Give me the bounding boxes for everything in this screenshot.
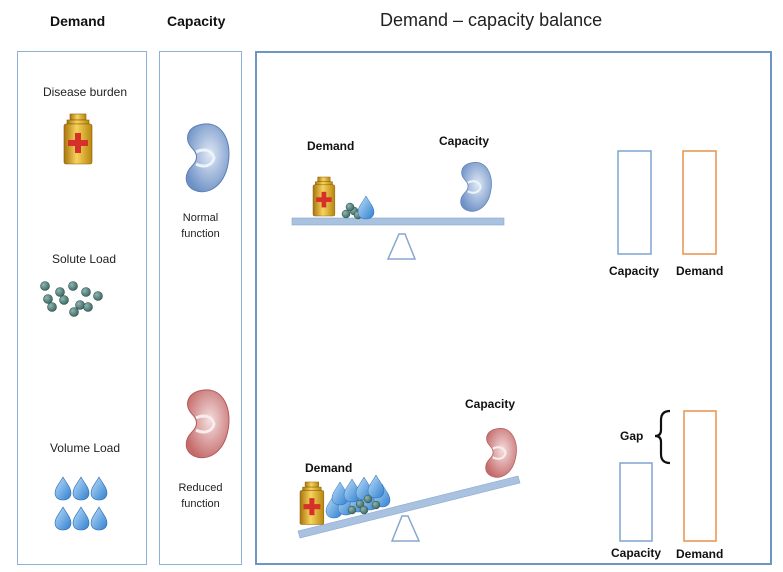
top-balance-scale (291, 217, 505, 260)
top-water-drop-icon (357, 195, 375, 220)
solute-load-dots-icon (40, 281, 103, 317)
gap-label: Gap (620, 429, 644, 443)
normal-function-line2: function (181, 228, 220, 240)
top-capacity-label: Capacity (439, 134, 490, 148)
normal-function-label: Normal function (159, 210, 242, 242)
bottom-kidney-icon (485, 428, 517, 478)
top-weight-icon (312, 176, 336, 217)
gap-brace-icon (654, 409, 671, 465)
top-kidney-icon (460, 162, 492, 212)
bottom-capacity-bar (619, 462, 653, 542)
disease-burden-label: Disease burden (42, 85, 128, 99)
bottom-bar-capacity-label: Capacity (611, 546, 662, 560)
capacity-panel (159, 51, 242, 565)
disease-burden-weight-icon (63, 113, 93, 165)
bottom-weight-icon (299, 481, 325, 525)
bottom-demand-bar (683, 410, 717, 542)
top-bar-capacity-label: Capacity (609, 264, 660, 278)
top-bar-demand-label: Demand (676, 264, 724, 278)
bottom-balance-scale (297, 475, 521, 542)
volume-load-label: Volume Load (49, 441, 121, 455)
normal-function-line1: Normal (182, 212, 219, 224)
bottom-demand-label: Demand (305, 461, 353, 475)
top-demand-bar (682, 150, 717, 255)
bottom-bar-demand-label: Demand (676, 547, 724, 561)
bottom-capacity-label: Capacity (465, 397, 516, 411)
reduced-function-label: Reduced function (159, 480, 242, 512)
reduced-function-line1: Reduced (178, 482, 223, 494)
bottom-solute-dots-icon (347, 494, 381, 515)
reduced-function-line2: function (181, 498, 220, 510)
capacity-column-header: Capacity (167, 13, 226, 29)
top-capacity-bar (617, 150, 652, 255)
balance-title: Demand – capacity balance (380, 10, 603, 30)
top-demand-label: Demand (307, 139, 355, 153)
reduced-kidney-icon (185, 389, 230, 459)
solute-load-label: Solute Load (51, 252, 117, 266)
volume-load-drops-icon (54, 476, 108, 531)
demand-column-header: Demand (50, 13, 106, 29)
normal-kidney-icon (185, 123, 230, 193)
